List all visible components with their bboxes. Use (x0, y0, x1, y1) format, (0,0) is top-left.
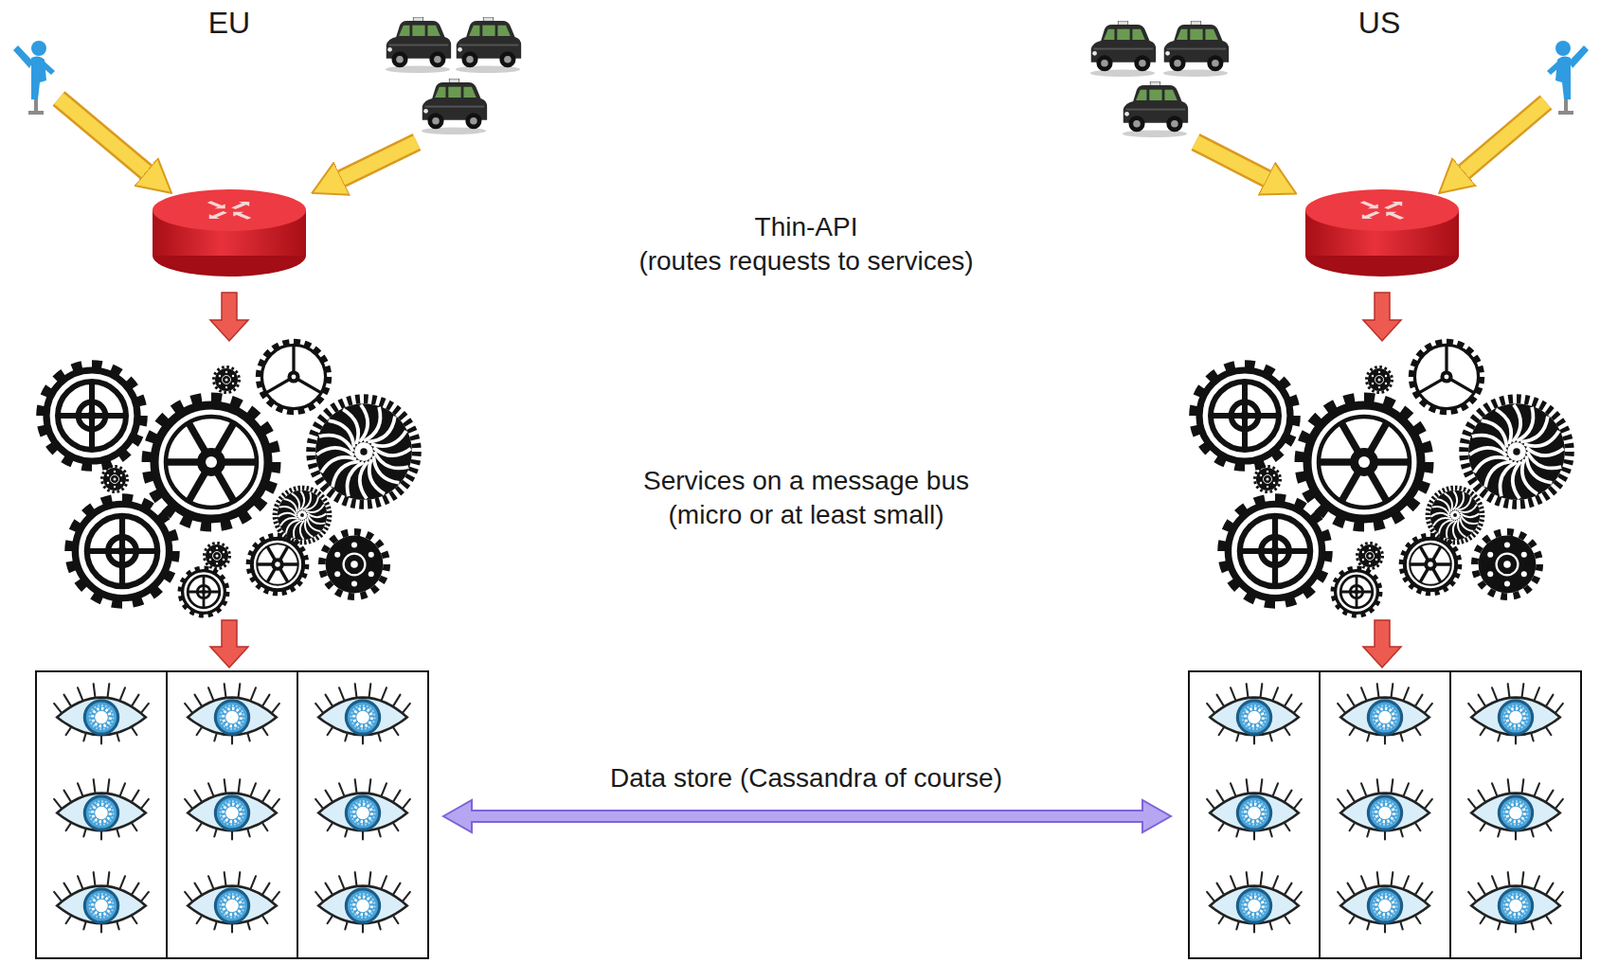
replication-arrow (443, 800, 1171, 833)
request-arrow (341, 142, 417, 180)
passenger-icon (13, 40, 55, 115)
region-label: US (1358, 5, 1401, 41)
request-arrow (1195, 142, 1268, 180)
region-label: EU (208, 5, 251, 41)
taxi-icon (1163, 20, 1229, 77)
request-arrow (58, 98, 1547, 180)
eu-region-stack (35, 189, 429, 959)
request-arrow (341, 142, 417, 180)
layer-title: Data store (Cassandra of course) (610, 763, 1003, 794)
taxi-icon (1090, 20, 1156, 77)
layer-note: (micro or at least small) (668, 500, 945, 531)
request-arrow (58, 98, 147, 173)
request-arrow (58, 98, 147, 173)
layer-note: (routes requests to services) (638, 246, 973, 277)
taxi-icon (455, 17, 522, 73)
layer-title: Services on a message bus (643, 466, 970, 497)
taxi-icon (421, 78, 487, 135)
layer-title: Thin-API (755, 212, 859, 243)
us-region-stack (1188, 189, 1582, 959)
taxi-icon (385, 17, 451, 73)
passenger-icon (1546, 40, 1589, 115)
request-arrow (1195, 142, 1268, 180)
request-arrow (1463, 102, 1547, 173)
taxi-icon (1122, 81, 1188, 138)
request-arrow (1463, 102, 1547, 173)
